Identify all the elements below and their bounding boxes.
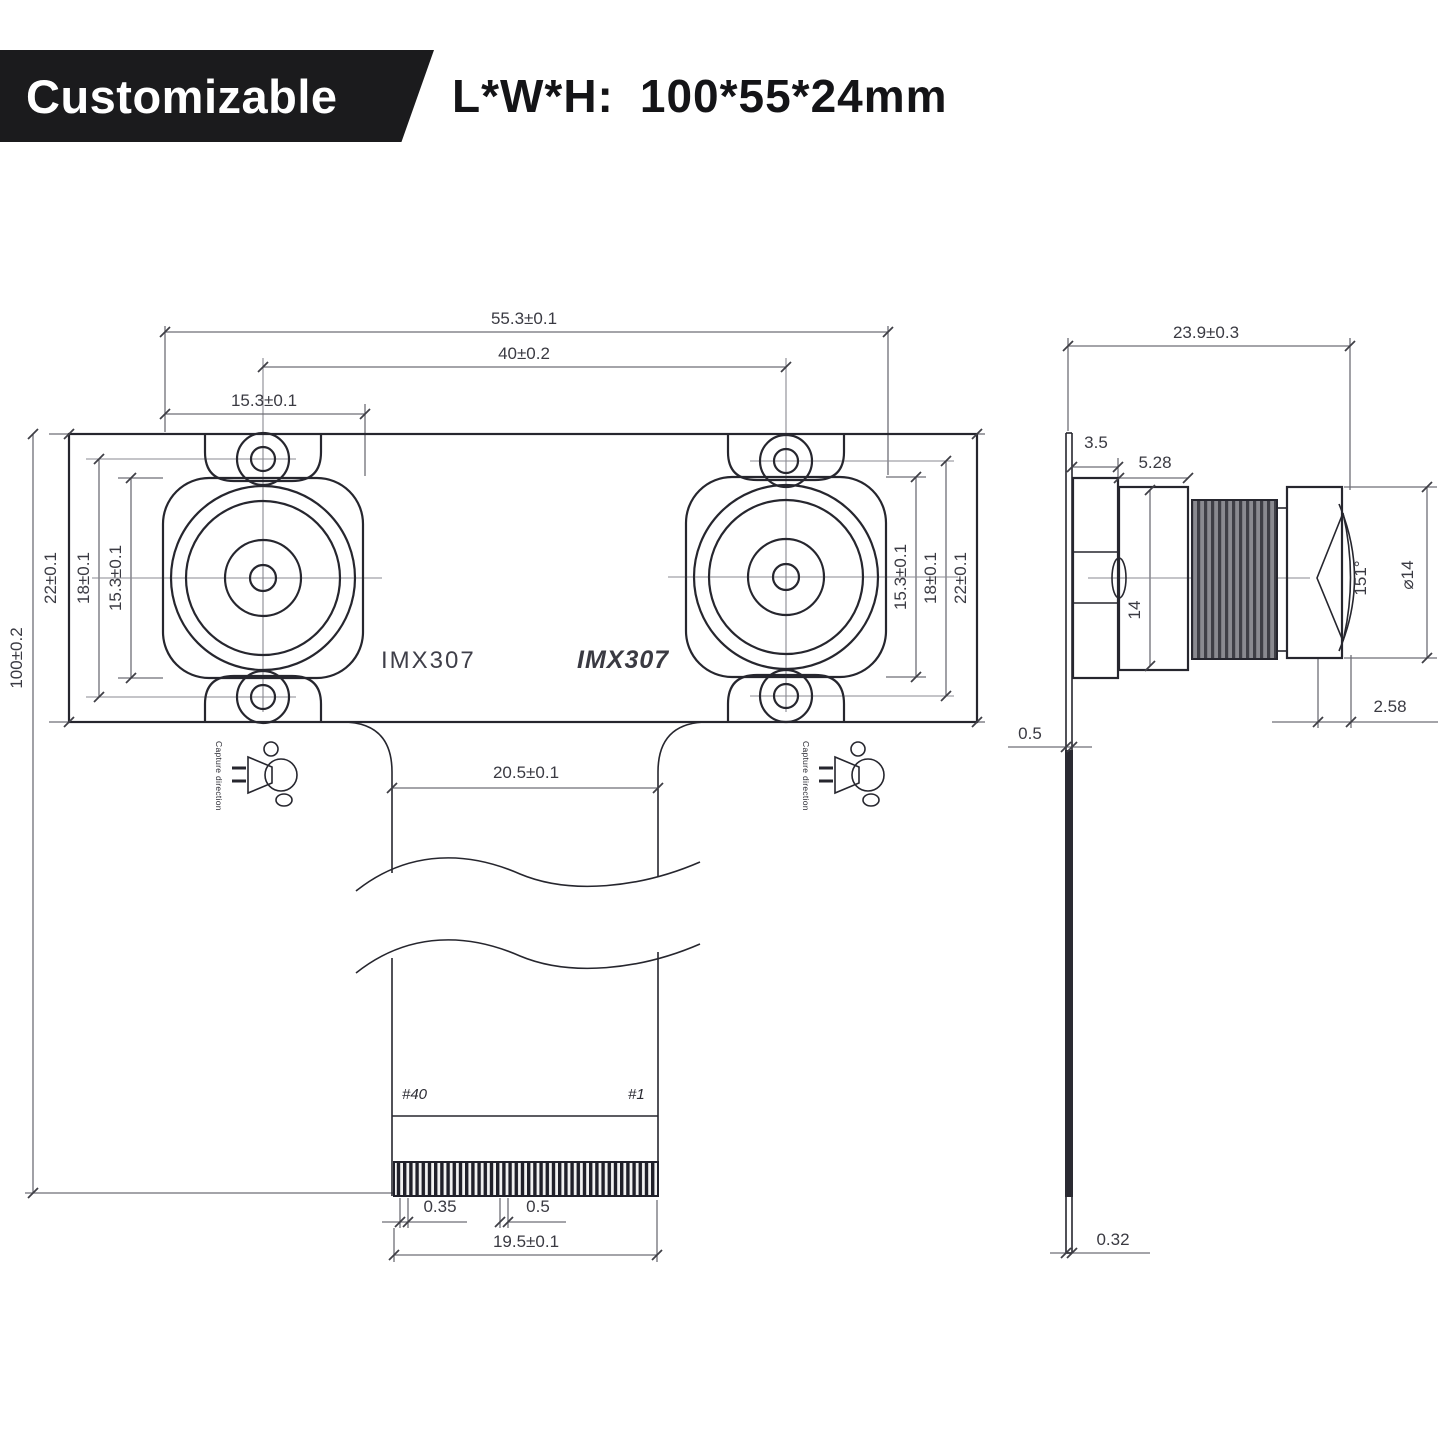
side-view: 23.9±0.3 3.5 5.28 14 151° ⌀14 2.58 0.5 0… <box>1008 323 1438 1259</box>
break-line-upper <box>355 857 701 892</box>
dim-hole-spacing-left: 18±0.1 <box>74 552 93 604</box>
dim-board-height-left: 22±0.1 <box>41 552 60 604</box>
lens-ring <box>707 498 865 656</box>
front-dimension-lines <box>25 326 985 1262</box>
mount-ear-top <box>726 434 846 482</box>
mount-hole <box>772 682 800 710</box>
mount-ear-top <box>203 434 323 483</box>
dim-holder-height-left: 15.3±0.1 <box>106 545 125 611</box>
dim-stem-width: 20.5±0.1 <box>493 763 559 782</box>
camera-pictogram-icon <box>232 741 298 807</box>
dim-mount: 5.28 <box>1138 453 1171 472</box>
capture-direction-right: Capture direction <box>801 741 885 811</box>
side-dimension-ticks <box>1060 340 1433 1259</box>
dim-holder-height-right: 15.3±0.1 <box>891 544 910 610</box>
camera-module-right <box>684 433 888 724</box>
front-labels: 55.3±0.1 40±0.2 15.3±0.1 22±0.1 18±0.1 1… <box>7 309 970 1251</box>
threaded-barrel <box>1191 499 1278 660</box>
front-lens-group <box>1285 485 1344 660</box>
lens-diameter-label: ⌀14 <box>1398 560 1417 589</box>
dim-connector-width: 19.5±0.1 <box>493 1232 559 1251</box>
size-value: 100*55*24mm <box>639 70 948 122</box>
dim-front-vertex: 2.58 <box>1373 697 1406 716</box>
gold-fingers <box>393 1161 659 1197</box>
mount-hole-washer <box>758 433 814 489</box>
lens-holder <box>684 475 888 679</box>
flex-stiffener <box>1065 750 1073 1197</box>
lens-inner <box>746 537 826 617</box>
lens-stack-side <box>1071 476 1356 680</box>
capture-direction-label: Capture direction <box>801 741 811 811</box>
dim-board-height-right: 22±0.1 <box>951 552 970 604</box>
capture-direction-left: Capture direction <box>214 741 298 811</box>
pcb-side <box>1065 432 1073 1254</box>
front-dimension-ticks <box>27 326 983 1261</box>
lens-barrel <box>692 483 880 671</box>
lens-holder <box>161 476 365 680</box>
board-outline <box>67 432 979 724</box>
pin-1-label: #1 <box>628 1086 645 1103</box>
dim-holder-width: 15.3±0.1 <box>231 391 297 410</box>
dim-board-length: 100±0.2 <box>7 627 26 688</box>
lens-aperture <box>248 563 278 593</box>
mount-hole <box>249 445 277 473</box>
front-view: Capture direction Capture direction <box>7 309 985 1262</box>
dim-flex-thickness: 0.32 <box>1096 1230 1129 1249</box>
size-label: L*W*H: <box>452 70 614 122</box>
break-line-lower <box>355 939 701 974</box>
dim-pcb-thickness: 0.5 <box>1018 724 1042 743</box>
chip-label-right: IMX307 <box>577 646 669 674</box>
lens-element <box>1316 512 1344 642</box>
dim-hole-spacing-right: 18±0.1 <box>921 552 940 604</box>
pin-40-label: #40 <box>402 1086 428 1103</box>
dim-finger-pitch-a: 0.35 <box>423 1197 456 1216</box>
mount-ear-bottom <box>203 674 323 722</box>
lens-barrel <box>169 484 357 672</box>
lens-aperture <box>771 562 801 592</box>
lens-ring <box>184 499 342 657</box>
size-line: L*W*H: 100*55*24mm <box>452 50 948 142</box>
mount-hole <box>249 683 277 711</box>
lens-inner <box>223 538 303 618</box>
mount-ear-bottom <box>726 673 846 722</box>
banner-label: Customizable <box>26 69 338 123</box>
side-labels: 23.9±0.3 3.5 5.28 14 151° ⌀14 2.58 0.5 0… <box>1018 323 1417 1249</box>
dim-finger-pitch-b: 0.5 <box>526 1197 550 1216</box>
dim-outer-width: 55.3±0.1 <box>491 309 557 328</box>
fov-arc <box>1338 503 1356 652</box>
lens-front-surface <box>1342 512 1352 642</box>
capture-direction-label: Capture direction <box>214 741 224 811</box>
chip-label-left: IMX307 <box>381 647 476 674</box>
flex-cable <box>341 721 709 1197</box>
dim-base: 3.5 <box>1084 433 1108 452</box>
fov-angle-label: 151° <box>1351 560 1370 595</box>
dim-holder-height: 14 <box>1125 601 1144 620</box>
dim-lens-spacing: 40±0.2 <box>498 344 550 363</box>
camera-module-left <box>161 431 365 725</box>
mount-hole <box>772 447 800 475</box>
camera-pictogram-icon <box>819 741 885 807</box>
banner: Customizable <box>0 50 434 142</box>
dim-total-height: 23.9±0.3 <box>1173 323 1239 342</box>
